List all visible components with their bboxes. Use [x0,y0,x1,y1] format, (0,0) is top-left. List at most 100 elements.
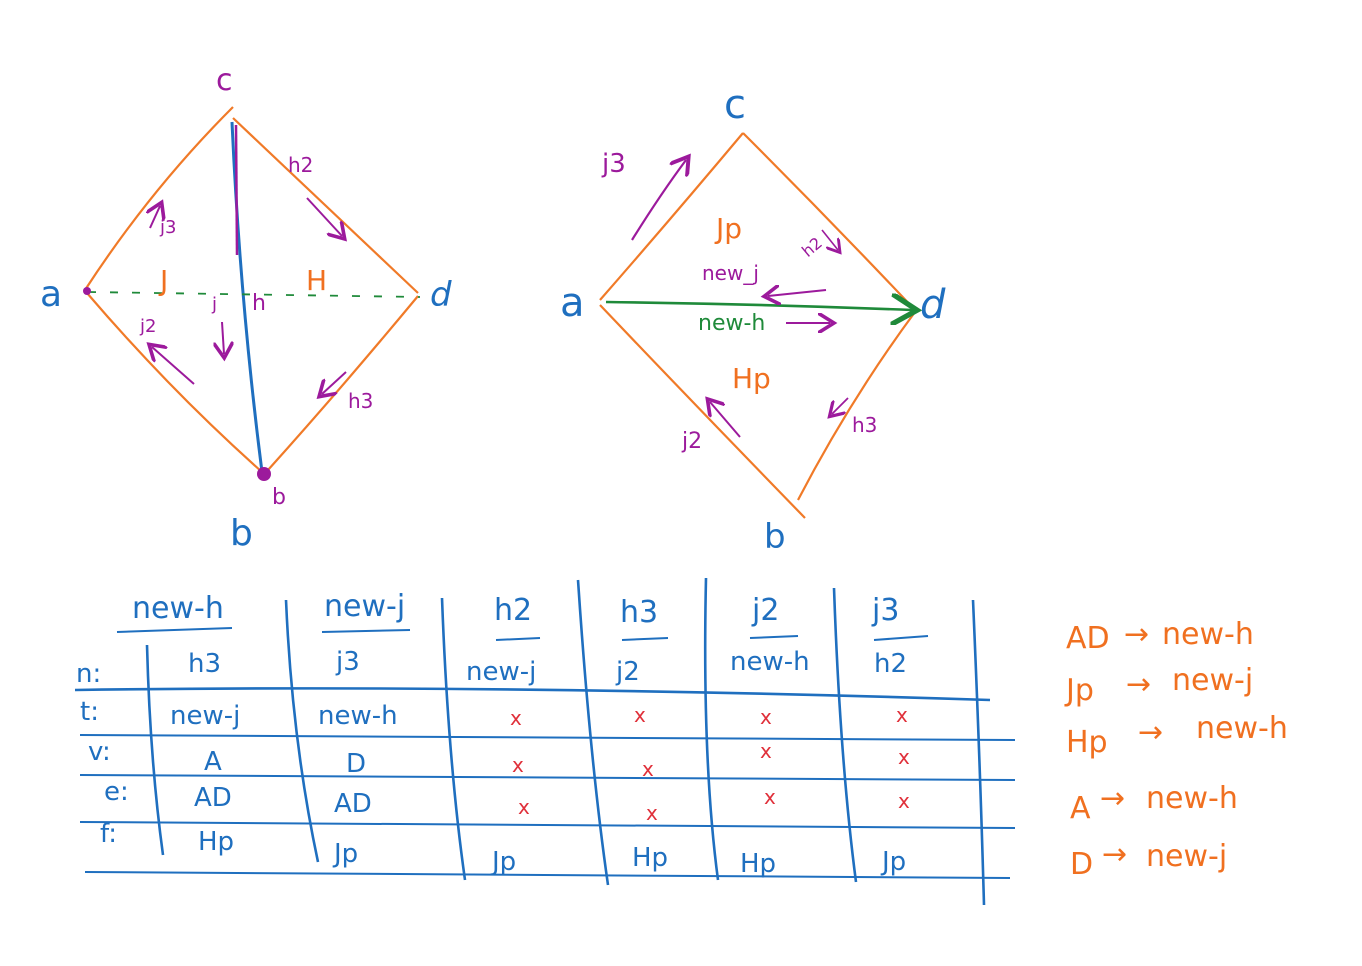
table-cell: x [512,753,524,777]
table-header-underline-2 [495,637,541,641]
left-face-H: H [306,264,327,297]
left-edge-db [267,295,419,471]
table-cell: new-j [466,657,536,687]
table-hline-3 [79,821,1016,829]
left-edge-cb [230,121,264,473]
legend-arrow: → [1138,715,1163,750]
table-row-key: v: [88,737,111,767]
table-col-header: new-h [132,591,224,626]
table-vline-6 [971,599,986,906]
table-cell: AD [334,789,372,819]
table-cell: AD [194,783,232,813]
right-arrow-j3 [631,160,686,241]
legend-to: new-h [1162,617,1254,652]
table-vline-5 [832,587,858,883]
table-vline-0 [145,644,165,856]
left-label-j2: j2 [139,316,156,337]
legend-to: new-j [1172,663,1253,698]
left-vertex-b-dot [257,467,271,481]
table-cell: x [646,801,658,825]
right-edge-ab [599,304,806,519]
right-vertex-c: c [724,82,746,128]
table-cell: A [204,747,222,777]
legend-to: new-h [1146,781,1238,816]
left-vertex-d: d [430,275,452,315]
table-cell: j3 [335,647,360,677]
table-cell: Hp [740,849,776,879]
table-cell: Jp [332,839,358,869]
left-arrow-j2 [152,347,195,385]
right-label-h3: h3 [852,413,877,437]
left-label-j3: j3 [159,217,176,238]
table-cell: j2 [615,657,640,687]
table-col-header: h2 [494,593,532,628]
left-face-J: J [158,264,168,297]
left-vertex-c: c [216,63,233,98]
legend-from: Hp [1066,725,1108,760]
table-cell: D [346,749,366,779]
table-header-underline-0 [116,627,233,633]
table-cell: x [898,745,910,769]
legend-from: Jp [1064,673,1094,708]
left-vertex-a-dot [83,287,91,295]
left-vertex-a: a [40,274,62,315]
table-cell: x [760,705,772,729]
table-row-key: n: [76,659,101,689]
table-cell: x [896,703,908,727]
left-arrow-j [222,321,224,354]
table-row-key: e: [104,777,129,807]
legend-arrow: → [1124,617,1149,652]
right-label-j3: j3 [601,149,626,179]
right-vertex-d: d [920,282,946,328]
table-cell: x [634,703,646,727]
table-vline-4 [703,577,720,881]
left-vertex-b: b [230,513,253,554]
legend-from: AD [1066,621,1110,656]
legend-from: D [1070,847,1093,882]
left-arrow-h2 [306,197,342,236]
table-cell: x [764,785,776,809]
table-cell: x [518,795,530,819]
right-label-h2: h2 [798,233,826,261]
table-cell: h3 [188,649,221,679]
table-col-header: j3 [871,593,899,628]
left-label-h3: h3 [348,389,373,413]
table-row-key: t: [80,697,99,727]
table-cell: new-j [170,701,240,731]
right-label-j2: j2 [681,429,702,454]
table-cell: new-h [730,647,810,677]
legend-arrow: → [1126,667,1151,702]
left-edge-cd [232,117,419,294]
right-label-new-j: new_j [702,261,759,285]
left-arrow-h3 [322,371,347,394]
table-vline-3 [576,579,610,886]
table-col-header: new-j [324,589,405,624]
table-header-underline-3 [621,637,669,641]
left-label-h2: h2 [288,153,313,177]
table-vline-1 [284,599,320,863]
left-diagram: c a d b b J H j h j3 h2 j2 h3 [40,63,452,554]
right-arrow-new-j [768,290,827,296]
table-header-underline-5 [873,635,929,641]
right-edge-ac [599,132,744,301]
right-face-Jp: Jp [714,212,742,245]
left-edge-ac [84,106,234,291]
table-cell: x [760,739,772,763]
table-cell: Hp [198,827,234,857]
right-diagram: c a d b Jp Hp j3 new_j new-h h2 j2 h3 [560,82,946,557]
table-row-key: f: [100,819,117,849]
table-col-header: j2 [751,593,779,628]
left-label-h: h [252,291,266,316]
table-hline-2 [79,774,1016,781]
table-hline-1 [79,734,1016,741]
table-cell: Jp [880,847,906,877]
table-hline-0 [74,687,991,702]
right-edge-cd [742,132,916,311]
table-cell: new-h [318,701,398,731]
legend-to: new-h [1196,711,1288,746]
table-cell: x [898,789,910,813]
left-arrow-h [234,124,239,256]
table-hline-4 [84,871,1011,879]
table-vline-2 [440,597,467,881]
